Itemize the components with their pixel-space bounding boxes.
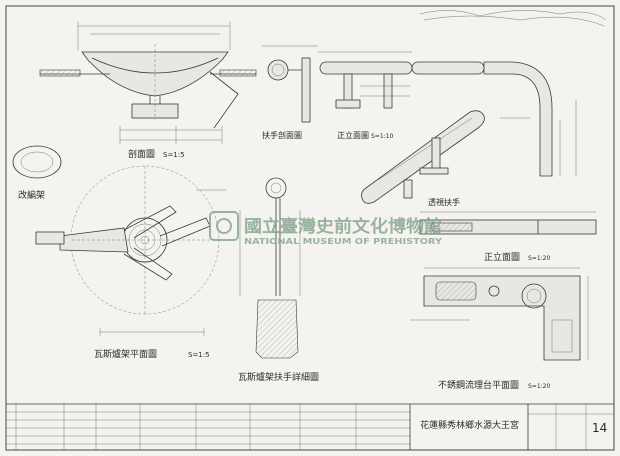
perspective-title: 透視扶手 [428,197,460,207]
project-title: 花蓮縣秀林鄉水源大王宮 [420,419,519,431]
front-elevation-2-scale: S=1:20 [528,255,550,262]
stamp-scribble [419,10,607,27]
side-note-label: 改編架 [18,189,45,201]
front-elevation-drawing [318,51,577,177]
front-elevation-2-drawing [419,211,597,235]
plan-view-drawing [35,165,226,336]
museum-logo-icon [209,211,239,241]
watermark-chinese: 國立臺灣史前文化博物館 [244,216,442,237]
front-elevation-title: 正立面圖 [337,130,369,140]
plan-view-title: 瓦斯爐架平面圖 [94,348,157,360]
section-view-scale: S=1:5 [163,151,185,159]
perspective-rail-drawing [361,110,485,204]
museum-watermark: 國立臺灣史前文化博物館 NATIONAL MUSEUM OF PREHISTOR… [209,211,442,246]
sheet-number: 14 [592,421,607,435]
handle-detail-drawing [239,177,301,359]
section-view-drawing [39,22,257,144]
sink-plan-title: 不銹鋼流理台平面圖 [438,379,519,391]
sink-plan-drawing [410,267,589,361]
section-view-title: 剖面圖 [128,148,155,160]
handrail-section-title: 扶手剖面圖 [262,130,302,140]
handle-detail-title: 瓦斯爐架扶手詳細圖 [238,371,319,383]
title-block [6,403,614,450]
sink-plan-scale: S=1:20 [528,383,550,390]
sheet-border [5,5,615,451]
watermark-english: NATIONAL MUSEUM OF PREHISTORY [244,237,442,246]
handrail-section-drawing [262,45,318,123]
plan-view-scale: S=1:5 [188,351,210,359]
front-elevation-2-title: 正立面圖 [484,251,520,263]
oval-sketch [12,145,62,179]
front-elevation-scale: S=1:10 [371,133,393,140]
